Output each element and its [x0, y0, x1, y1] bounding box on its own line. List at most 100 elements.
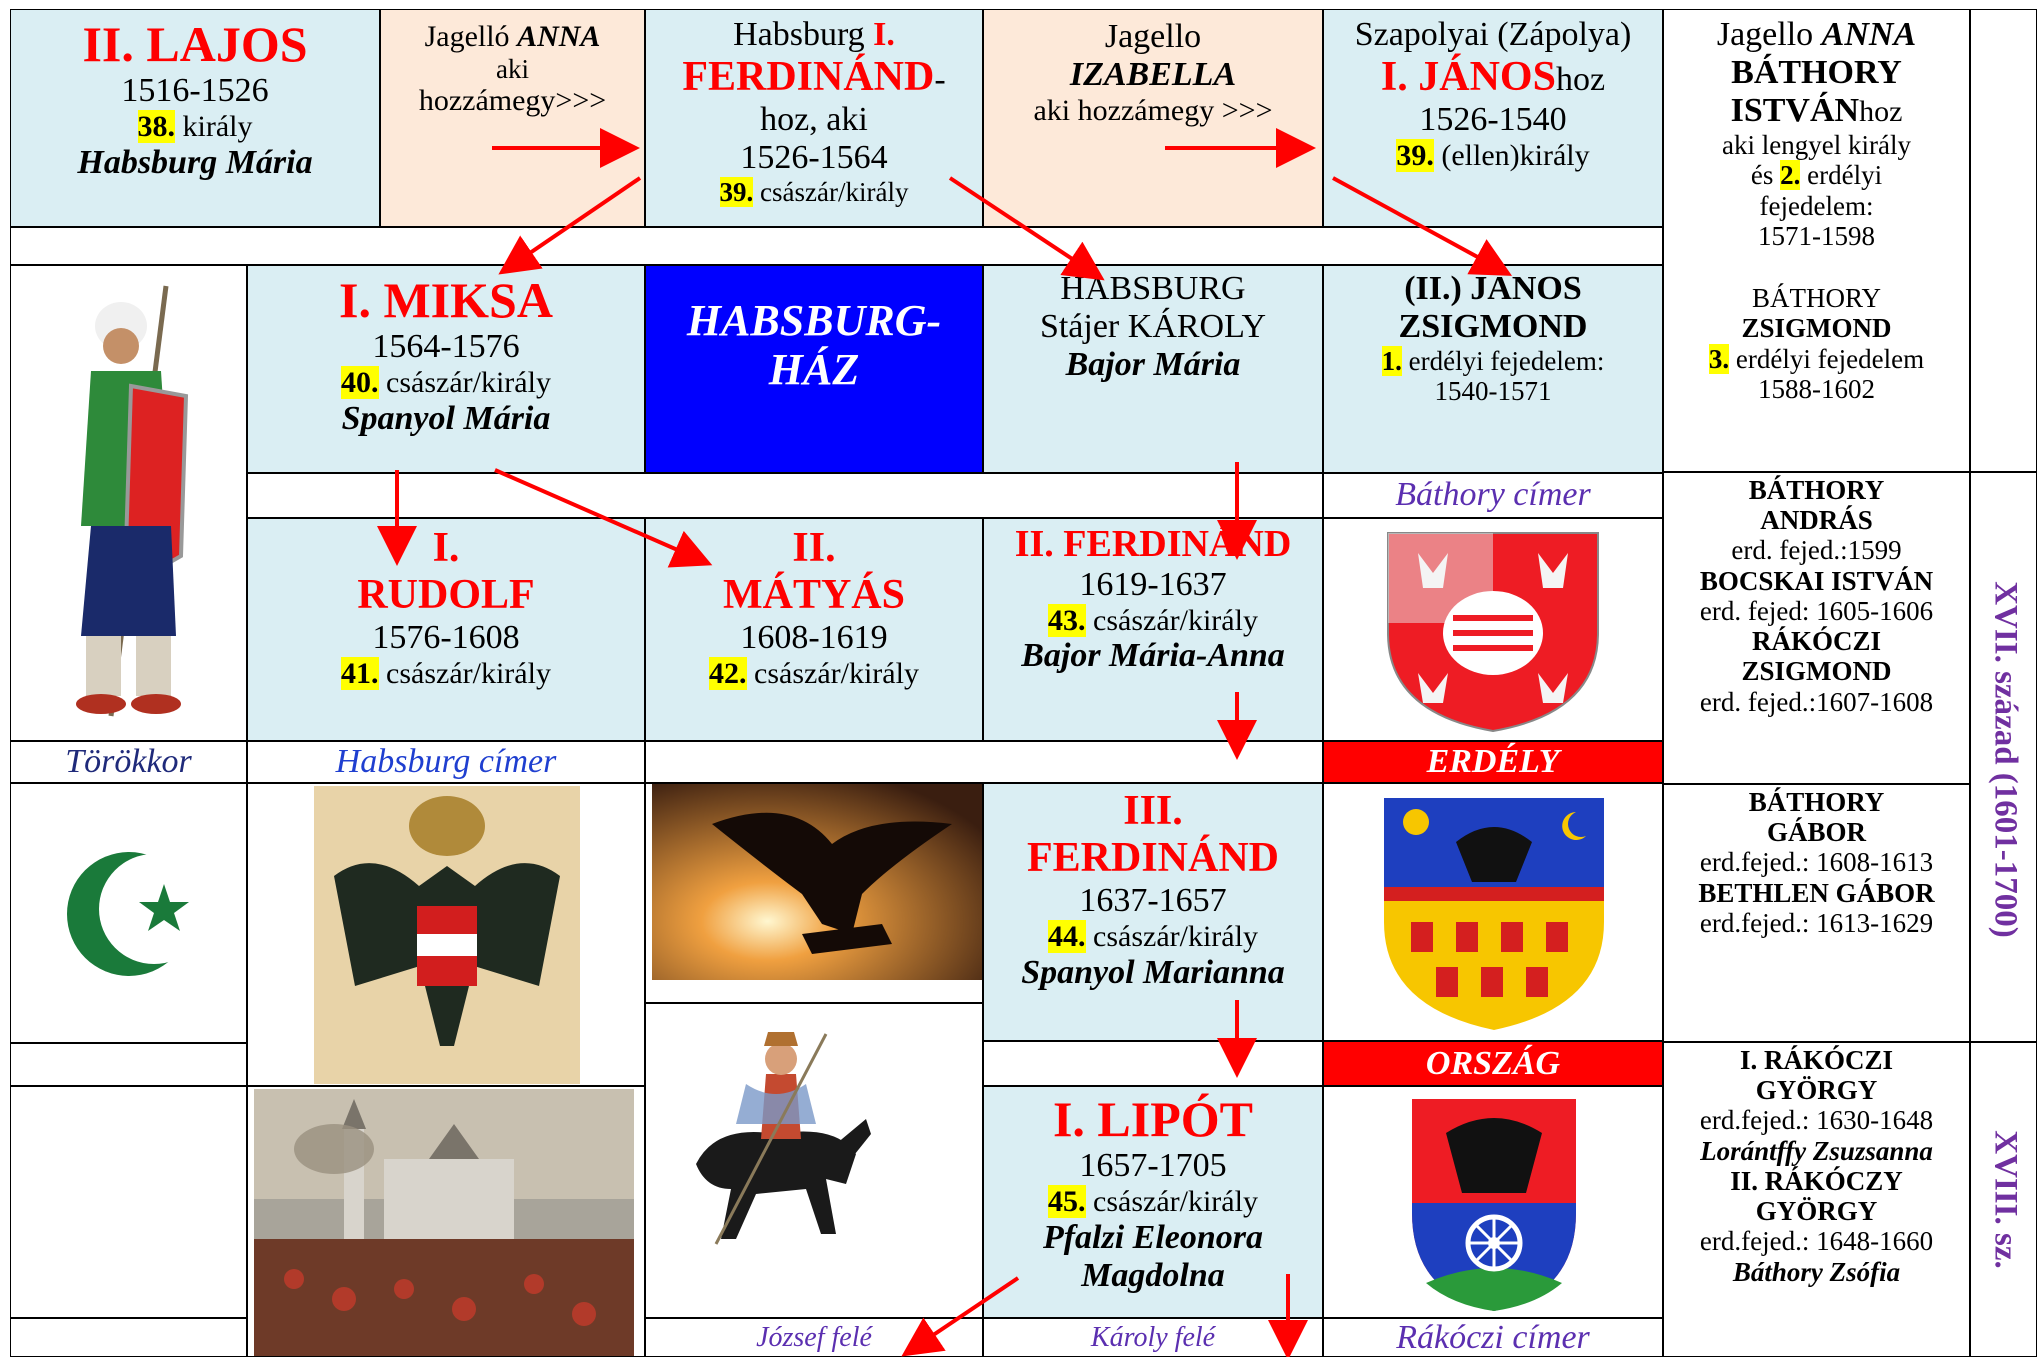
rg-line8: Báthory Zsófia [1732, 1256, 1901, 1287]
ba-line6: RÁKÓCZI [1751, 626, 1881, 657]
ferd1-line3: hoz, aki [760, 101, 868, 139]
lipot-spouse-2: Magdolna [1081, 1256, 1225, 1294]
ferd3-line1: III. [1123, 788, 1183, 834]
lajos-spouse: Habsburg Mária [77, 143, 313, 181]
janos-years: 1526-1540 [1419, 101, 1567, 139]
cell-habsburg-cimer-label: Habsburg címer [247, 741, 645, 783]
ferd1-dash: - [934, 61, 946, 99]
cell-lipot: I. LIPÓT 1657-1705 45. császár/király Pf… [983, 1086, 1323, 1318]
bi-line5b: erdélyi [1800, 160, 1883, 191]
bi-line9: ZSIGMOND [1741, 313, 1892, 344]
bi-line1: Jagello [1716, 16, 1822, 53]
century-18-label: XVIII. sz. [1987, 1130, 2024, 1269]
ferd1-role: császár/király [753, 177, 909, 208]
rg-line7: erd.fejed.: 1648-1660 [1699, 1226, 1934, 1257]
bi-number3: 3. [1708, 343, 1730, 374]
bg-line4: BETHLEN GÁBOR [1698, 877, 1935, 908]
karoly-line1: HABSBURG [1060, 270, 1246, 307]
ferd2-name: II. FERDINÁND [1014, 523, 1292, 565]
lajos-role: király [175, 110, 253, 144]
bathory-coat-of-arms [1387, 532, 1599, 733]
bg-line5: erd.fejed.: 1613-1629 [1699, 907, 1934, 938]
anna-line2: aki [496, 53, 529, 84]
jzs-line3: erdélyi fejedelem: [1401, 346, 1605, 377]
rg-line1: I. RÁKÓCZI [1739, 1045, 1894, 1075]
janos-line1: Szapolyai (Zápolya) [1354, 16, 1632, 53]
izabella-line1: Jagello [1104, 18, 1202, 55]
spacer-row-1 [10, 227, 1663, 265]
ba-line2: ANDRÁS [1760, 505, 1873, 536]
ferd3-years: 1637-1657 [1079, 882, 1227, 920]
rudolf-name: RUDOLF [357, 572, 535, 619]
miksa-number: 40. [341, 366, 379, 400]
lipot-spouse-1: Pfalzi Eleonora [1042, 1218, 1264, 1256]
bi-line11: 1588-1602 [1758, 373, 1875, 404]
cell-century-17: XVII. század (1601-1700) [1970, 472, 2037, 1042]
crescent-star-icon [67, 852, 199, 976]
bi-line10: erdélyi fejedelem [1729, 343, 1925, 374]
rakoczi-coat-of-arms [1412, 1099, 1576, 1311]
bg-line1: BÁTHORY [1748, 787, 1885, 817]
spacer-row-4a [10, 1043, 247, 1086]
rg-line5: II. RÁKÓCZY [1730, 1165, 1903, 1196]
cell-bathory-gabor: BÁTHORY GÁBOR erd.fejed.: 1608-1613 BETH… [1663, 784, 1970, 1042]
siege-painting-image [254, 1089, 634, 1356]
ba-line5: erd. fejed: 1605-1606 [1699, 595, 1934, 626]
rudolf-years: 1576-1608 [372, 619, 520, 657]
matyas-role: császár/király [746, 657, 919, 691]
cell-erdely-coat [1323, 783, 1663, 1041]
cell-crescent [10, 783, 247, 1043]
miksa-name: I. MIKSA [339, 272, 553, 328]
cell-bathory-coat [1323, 518, 1663, 741]
ba-line4: BOCSKAI ISTVÁN [1699, 565, 1934, 596]
bi-number2: 2. [1780, 160, 1801, 191]
ferd2-spouse: Bajor Mária-Anna [1021, 637, 1285, 675]
cell-jozsef-fele: József felé [645, 1318, 983, 1357]
bi-line4: aki lengyel király [1722, 130, 1911, 161]
rudolf-line1: I. [432, 525, 460, 571]
ferd1-name: FERDINÁND [682, 54, 935, 101]
cell-empty-left [10, 1086, 247, 1318]
miksa-years: 1564-1576 [372, 328, 520, 365]
janos-role: (ellen)király [1433, 139, 1590, 173]
cell-bathory-andras: BÁTHORY ANDRÁS erd. fejed.:1599 BOCSKAI … [1663, 472, 1970, 784]
ferd1-years: 1526-1564 [740, 139, 888, 177]
cell-matyas: II. MÁTYÁS 1608-1619 42. császár/király [645, 518, 983, 741]
miksa-role: császár/király [378, 366, 551, 400]
cell-anna: Jagelló ANNA aki hozzámegy>>> [380, 9, 645, 227]
jzs-number: 1. [1381, 346, 1402, 377]
eagle-silhouette-image [652, 784, 982, 980]
ferd3-name: FERDINÁND [1027, 835, 1279, 882]
cell-janos: Szapolyai (Zápolya) I. JÁNOShoz 1526-154… [1323, 9, 1663, 227]
habsburg-cimer-label: Habsburg címer [335, 743, 557, 780]
spacer-row-2 [247, 473, 1323, 518]
spacer-row-3 [645, 741, 1323, 783]
cell-torokkor-label: Törökkor [10, 741, 247, 783]
matyas-years: 1608-1619 [740, 619, 888, 657]
izabella-line3: aki hozzámegy >>> [1033, 94, 1273, 128]
cell-ferdinand-1: Habsburg I. FERDINÁND- hoz, aki 1526-156… [645, 9, 983, 227]
cell-bathory-istvan: Jagello ANNA BÁTHORY ISTVÁNhoz aki lengy… [1663, 9, 1970, 472]
karoly-line2: Stájer KÁROLY [1039, 308, 1267, 346]
rudolf-role: császár/király [378, 657, 551, 691]
bi-line3: ISTVÁN [1730, 92, 1860, 130]
cell-eagle-photo [645, 783, 983, 1003]
cell-ottoman-soldier [10, 265, 247, 741]
cell-rakoczi: I. RÁKÓCZI GYÖRGY erd.fejed.: 1630-1648 … [1663, 1042, 1970, 1357]
ferd2-role: császár/király [1085, 603, 1258, 637]
cell-miksa: I. MIKSA 1564-1576 40. császár/király Sp… [247, 265, 645, 473]
bathory-cimer-label: Báthory címer [1395, 476, 1591, 513]
ferd1-line1: Habsburg [733, 16, 874, 53]
cell-empty-bottom-left [10, 1318, 247, 1357]
ferd1-roman: I. [873, 16, 895, 53]
ba-line1: BÁTHORY [1748, 475, 1885, 505]
ferd2-years: 1619-1637 [1079, 565, 1227, 603]
orszag-label: ORSZÁG [1425, 1045, 1561, 1082]
rg-line2: GYÖRGY [1755, 1075, 1878, 1106]
miksa-spouse: Spanyol Mária [341, 399, 551, 437]
matyas-line1: II. [792, 525, 836, 571]
habsburg-haz-line2: HÁZ [768, 345, 860, 395]
bi-anna: ANNA [1821, 16, 1917, 53]
ferd1-number: 39. [719, 177, 754, 208]
cell-habsburg-haz: HABSBURG- HÁZ [645, 265, 983, 473]
